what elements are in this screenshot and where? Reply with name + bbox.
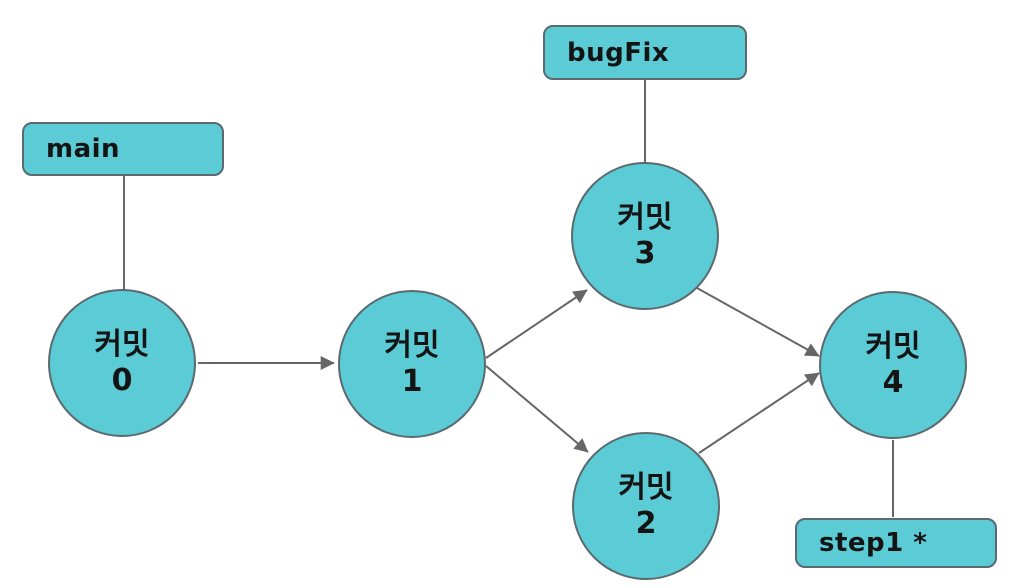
commit-node-2[interactable]: 커밋 2: [572, 432, 720, 580]
commit-node-0-number: 0: [111, 363, 133, 398]
commit-node-4[interactable]: 커밋 4: [819, 291, 967, 439]
commit-node-4-title: 커밋: [865, 329, 921, 364]
commit-node-3-title: 커밋: [617, 200, 673, 235]
commit-node-1[interactable]: 커밋 1: [338, 290, 486, 438]
commit-node-3-number: 3: [634, 236, 656, 271]
edge-commit3-to-commit4: [696, 287, 820, 357]
commit-node-2-number: 2: [635, 506, 657, 541]
edge-commit1-to-commit3: [485, 289, 588, 359]
commit-node-0-title: 커밋: [94, 327, 150, 362]
commit-node-1-title: 커밋: [384, 328, 440, 363]
branch-label-step1[interactable]: step1 *: [795, 518, 997, 568]
commit-node-3[interactable]: 커밋 3: [571, 162, 719, 310]
edge-commit1-to-commit2: [485, 365, 589, 453]
edge-commit2-to-commit4: [698, 372, 820, 454]
branch-label-main-text: main: [46, 134, 121, 164]
commit-node-1-number: 1: [401, 364, 423, 399]
branch-label-bugfix[interactable]: bugFix: [543, 25, 747, 80]
commit-node-0[interactable]: 커밋 0: [48, 289, 196, 437]
commit-node-2-title: 커밋: [618, 470, 674, 505]
branch-label-bugfix-text: bugFix: [567, 37, 670, 68]
branch-label-main[interactable]: main: [22, 122, 224, 176]
commit-node-4-number: 4: [882, 365, 904, 400]
branch-label-step1-text: step1 *: [819, 528, 928, 558]
